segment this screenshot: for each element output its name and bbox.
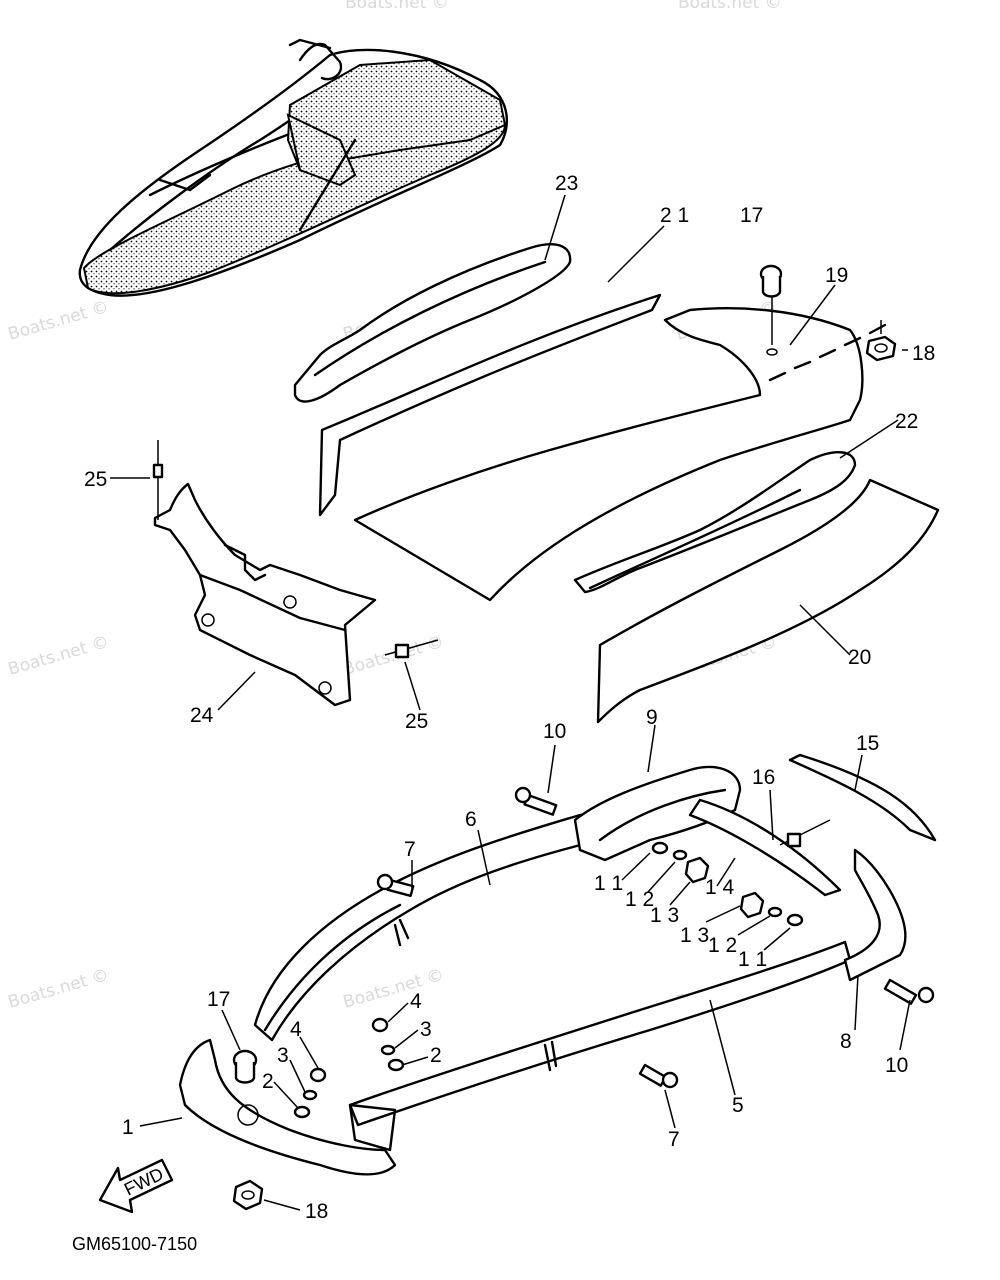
- callout-6: 6: [465, 808, 477, 831]
- grommet-part-17-bottom: [232, 1049, 258, 1084]
- rivet-part-25-right: [384, 639, 439, 659]
- callout-3-right: 3: [420, 1018, 432, 1041]
- callout-4-right: 4: [410, 990, 422, 1013]
- callout-13-right: 1 3: [680, 924, 709, 947]
- mat-part-20: [596, 478, 940, 724]
- callout-2-right: 2: [430, 1044, 442, 1067]
- callout-20: 20: [848, 646, 871, 669]
- screw-part-10-top: [514, 786, 558, 816]
- mat-part-23: [293, 243, 572, 403]
- diagram-code: GM65100-7150: [72, 1234, 197, 1254]
- rivet-part-25-top: [152, 440, 164, 520]
- nut-part-18-top: [865, 320, 897, 362]
- callout-14: 1 4: [705, 876, 735, 899]
- screw-part-7-bottom: [638, 1063, 679, 1089]
- fwd-arrow-icon: FWD: [98, 1158, 174, 1214]
- watermark: Boats.net ©: [345, 0, 449, 13]
- callout-10-bottom: 10: [885, 1054, 908, 1077]
- callout-15: 15: [856, 732, 879, 755]
- callout-4-left: 4: [290, 1018, 302, 1041]
- watermark: Boats.net ©: [341, 965, 446, 1013]
- callout-25-left: 25: [84, 468, 107, 491]
- screw-part-7-top: [376, 873, 415, 898]
- callout-labels: 23 2 1 17 19 18 22 25 25 24 20 10 9 15 1…: [84, 172, 935, 1223]
- strip-part-15: [788, 753, 937, 842]
- callout-21: 2 1: [660, 204, 689, 227]
- bracket-part-24: [153, 482, 377, 707]
- bumper-part-1: [178, 1038, 397, 1176]
- callout-18-bottom: 18: [305, 1200, 328, 1223]
- washer-part-11: [651, 841, 804, 927]
- callout-19: 19: [825, 264, 848, 287]
- leader-lines: [110, 194, 911, 1211]
- callout-17-top: 17: [740, 204, 763, 227]
- mat-part-21: [318, 293, 662, 517]
- callout-16: 16: [752, 766, 775, 789]
- screw-part-10-bottom: [883, 978, 935, 1005]
- rivet-part-16: [779, 819, 831, 848]
- callout-24: 24: [190, 704, 214, 727]
- bracket-part-9: [573, 765, 742, 862]
- callout-23: 23: [555, 172, 578, 195]
- watermark: Boats.net ©: [6, 297, 111, 345]
- callout-18-top: 18: [912, 342, 935, 365]
- watermark: Boats.net ©: [6, 632, 111, 680]
- callout-11-left: 1 1: [594, 872, 623, 895]
- small-parts-2-3-4: [293, 1017, 405, 1119]
- callout-22: 22: [895, 410, 918, 433]
- watermark: Boats.net ©: [6, 965, 111, 1013]
- callout-11-right: 1 1: [738, 948, 767, 971]
- mat-part-19: [353, 306, 864, 602]
- callout-17-bottom: 17: [207, 988, 230, 1011]
- callout-9: 9: [646, 706, 658, 729]
- callout-5: 5: [732, 1094, 744, 1117]
- nut-part-18-bottom: [232, 1179, 264, 1211]
- callout-8: 8: [840, 1030, 852, 1053]
- callout-10-top: 10: [543, 720, 566, 743]
- mat-part-22: [573, 451, 857, 594]
- watermark: Boats.net ©: [678, 0, 782, 13]
- grommet-part-17-top: [759, 264, 783, 356]
- callout-12-right: 1 2: [708, 934, 737, 957]
- callout-1: 1: [122, 1116, 134, 1139]
- nut-part-13: [684, 856, 765, 919]
- callout-2-left: 2: [262, 1070, 274, 1093]
- watercraft-overview: [78, 38, 508, 297]
- callout-12-left: 1 2: [625, 888, 654, 911]
- callout-13-left: 1 3: [650, 904, 679, 927]
- callout-3-left: 3: [277, 1044, 289, 1067]
- watermark: Boats.net ©: [341, 632, 446, 680]
- callout-7-top: 7: [404, 838, 416, 861]
- bumper-part-8: [843, 848, 907, 982]
- lock-washer-part-12: [672, 849, 783, 918]
- rail-part-14: [688, 798, 842, 897]
- callout-7-bottom: 7: [668, 1128, 680, 1151]
- callout-25-right: 25: [405, 710, 428, 733]
